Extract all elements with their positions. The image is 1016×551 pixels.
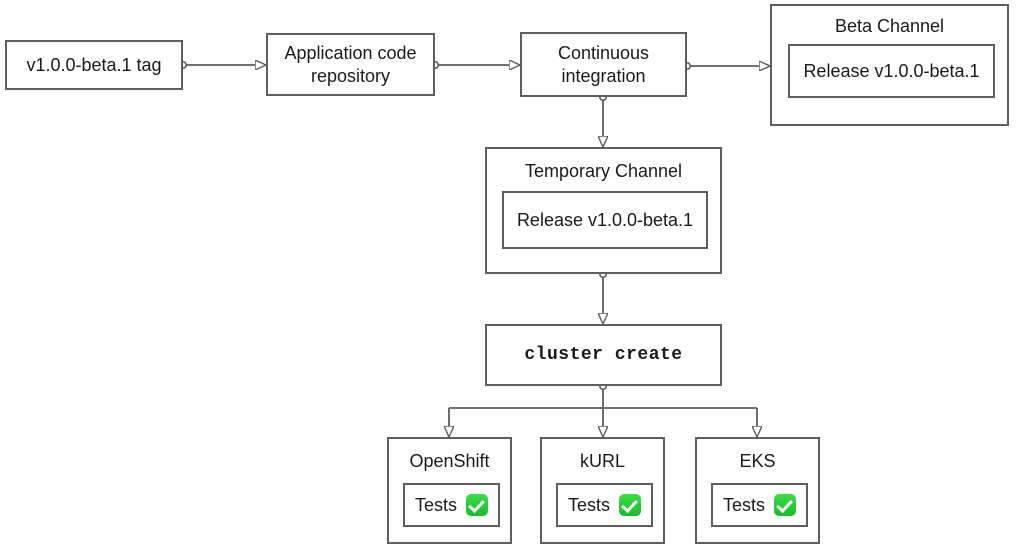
node-application-code-repository[interactable]: Application code repository [266,33,435,96]
node-target-eks-title: EKS [739,451,776,471]
node-target-kurl-title: kURL [579,451,625,471]
node-temporary-channel-title: Temporary Channel [524,161,683,181]
node-target-openshift-tests[interactable]: Tests [403,483,500,527]
node-continuous-integration-label: Continuous integration [557,43,650,86]
node-beta-channel-release[interactable]: Release v1.0.0-beta.1 [788,44,995,98]
node-tag-label: v1.0.0-beta.1 tag [26,54,162,75]
node-target-openshift[interactable]: OpenShift Tests [387,437,512,544]
node-cluster-create[interactable]: cluster create [485,324,722,386]
node-cluster-create-label: cluster create [524,344,683,365]
node-beta-channel-title: Beta Channel [834,16,945,36]
node-temporary-channel-release[interactable]: Release v1.0.0-beta.1 [502,191,708,249]
node-target-eks-tests-label: Tests [722,494,765,515]
tests-row: Tests [568,494,641,517]
node-target-openshift-title: OpenShift [409,451,490,471]
check-mark-green-icon [466,494,488,516]
node-continuous-integration[interactable]: Continuous integration [520,32,687,97]
node-beta-channel[interactable]: Beta Channel Release v1.0.0-beta.1 [770,4,1009,126]
node-target-eks-tests[interactable]: Tests [711,483,808,527]
node-temporary-channel-release-label: Release v1.0.0-beta.1 [516,209,694,230]
check-mark-green-icon [774,494,796,516]
tests-row: Tests [723,494,796,517]
node-target-kurl-tests-label: Tests [567,494,610,515]
node-target-kurl-tests[interactable]: Tests [556,483,653,527]
node-tag[interactable]: v1.0.0-beta.1 tag [5,40,183,90]
node-beta-channel-release-label: Release v1.0.0-beta.1 [803,60,980,81]
tests-row: Tests [415,494,488,517]
check-mark-green-icon [619,494,641,516]
node-target-kurl[interactable]: kURL Tests [540,437,665,544]
node-target-eks[interactable]: EKS Tests [695,437,820,544]
node-application-code-repository-label: Application code repository [284,43,417,86]
node-temporary-channel[interactable]: Temporary Channel Release v1.0.0-beta.1 [485,147,722,274]
node-target-openshift-tests-label: Tests [414,494,457,515]
